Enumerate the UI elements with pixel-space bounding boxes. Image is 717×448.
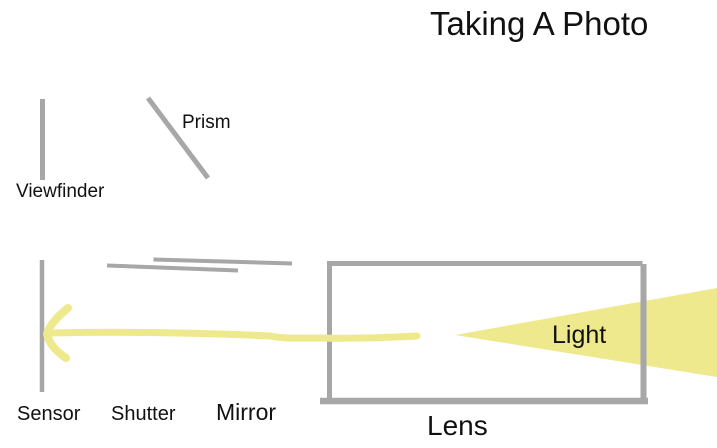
light-label: Light: [552, 321, 607, 349]
mirror-line: [153, 257, 293, 266]
prism-line: [146, 96, 210, 180]
light-cone-shape: [455, 288, 717, 377]
viewfinder-label: Viewfinder: [16, 181, 105, 202]
prism-label: Prism: [182, 112, 231, 133]
light-ray-arrow: [43, 304, 421, 362]
light-ray-arrowhead: [43, 304, 72, 362]
lens-box: [320, 261, 648, 405]
light-ray-shaft: [48, 328, 421, 342]
lens-label: Lens: [427, 410, 488, 441]
shutter-line: [106, 263, 239, 273]
sensor-label: Sensor: [17, 403, 81, 425]
page-title: Taking A Photo: [430, 5, 649, 42]
mirror-label: Mirror: [216, 399, 277, 425]
shutter-label: Shutter: [111, 403, 176, 425]
